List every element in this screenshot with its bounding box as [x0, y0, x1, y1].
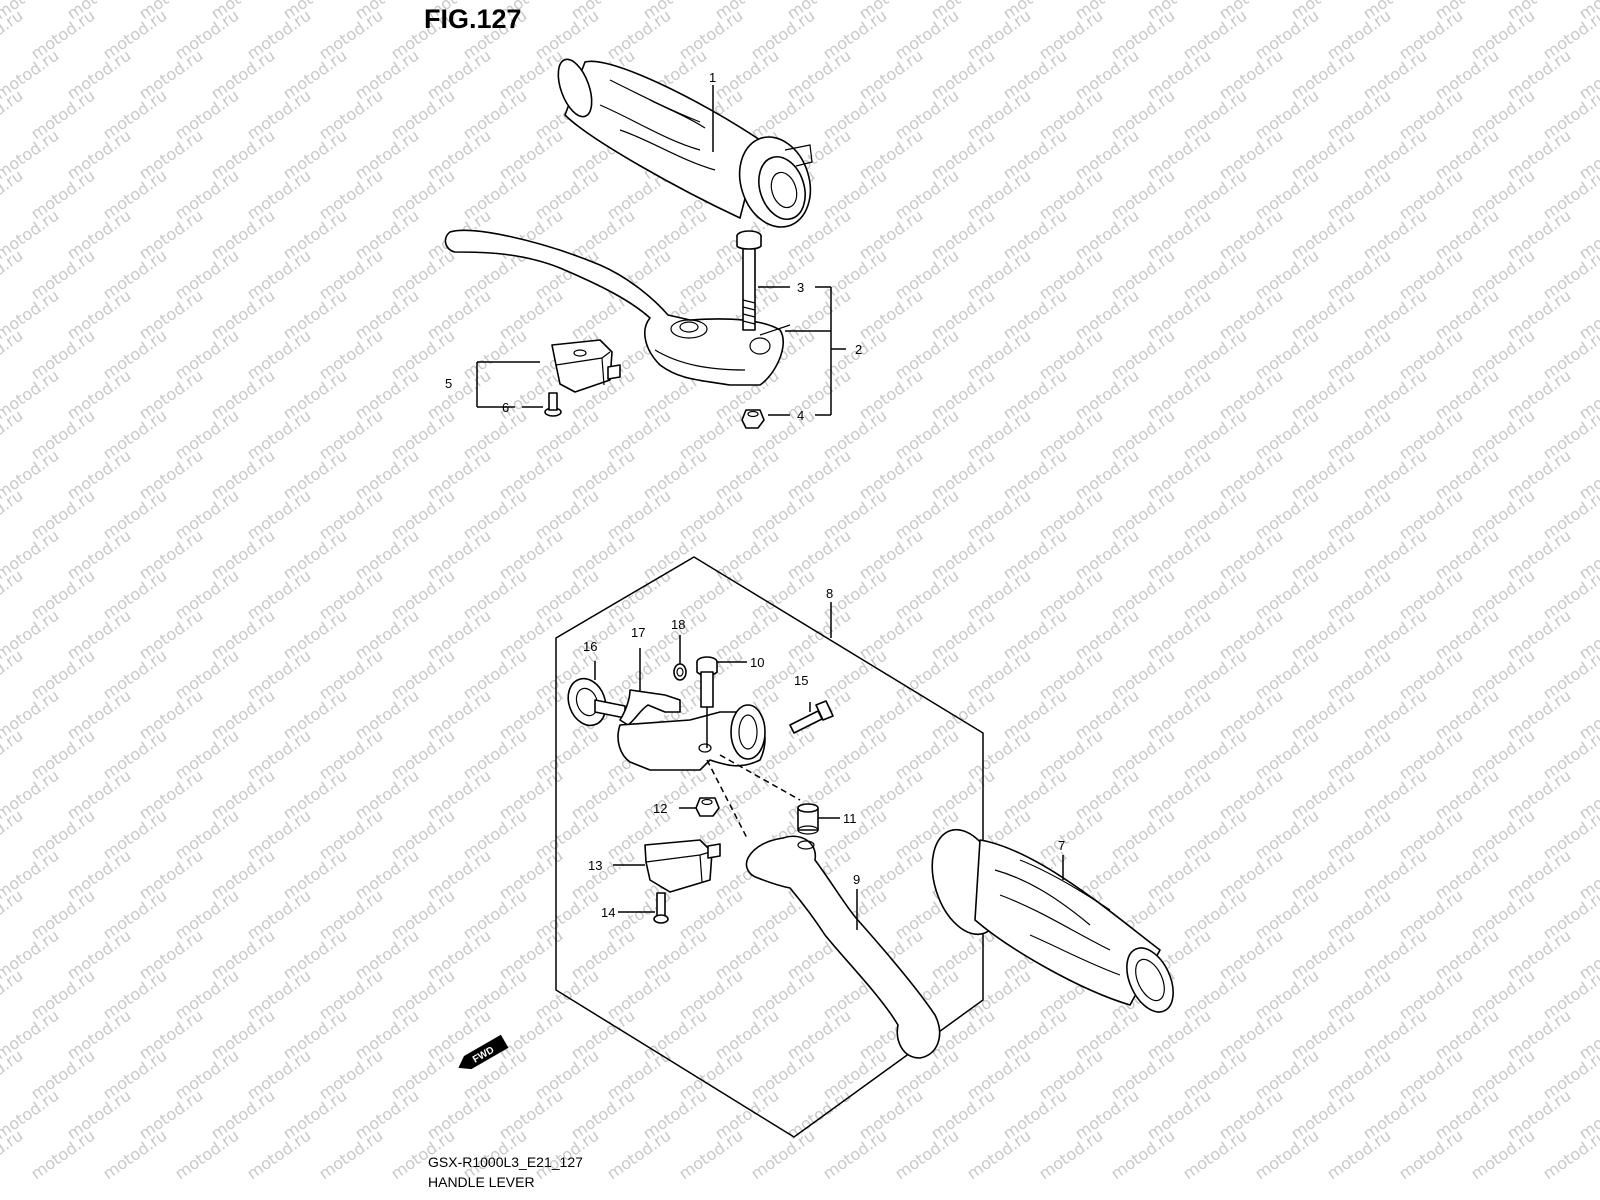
- throttle-grip-part-1: [557, 58, 813, 228]
- callout-9: 9: [853, 872, 860, 887]
- watermark-text: motod.ru: [819, 1126, 890, 1184]
- watermark-text: motod.ru: [1323, 1126, 1394, 1184]
- watermark-text: motod.ru: [1107, 1126, 1178, 1184]
- section-name: HANDLE LEVER: [428, 1174, 535, 1190]
- pivot-bolt-part-10: [696, 656, 718, 708]
- watermark-text: motod.ru: [0, 166, 26, 224]
- callout-16: 16: [583, 639, 597, 654]
- watermark-text: motod.ru: [603, 1126, 674, 1184]
- watermark-text: motod.ru: [1575, 0, 1600, 23]
- watermark-text: motod.ru: [99, 1126, 170, 1184]
- watermark-text: motod.ru: [0, 806, 26, 864]
- watermark-text: motod.ru: [0, 406, 26, 464]
- lower-leader-lines: [594, 602, 1064, 930]
- callout-14: 14: [601, 905, 615, 920]
- pivot-bolt-part-3: [736, 230, 762, 331]
- watermark-text: motod.ru: [0, 326, 26, 384]
- watermark-text: motod.ru: [1179, 1126, 1250, 1184]
- watermark-text: motod.ru: [1035, 1126, 1106, 1184]
- watermark-text: motod.ru: [0, 486, 26, 544]
- screw-part-6: [544, 392, 562, 417]
- callout-18: 18: [671, 617, 685, 632]
- callout-4: 4: [797, 408, 804, 423]
- callout-12: 12: [653, 801, 667, 816]
- nut-part-18: [673, 663, 687, 681]
- watermark-text: motod.ru: [243, 1126, 314, 1184]
- callout-15: 15: [794, 673, 808, 688]
- callout-5: 5: [445, 376, 452, 391]
- nut-part-12: [695, 797, 720, 817]
- callout-1: 1: [709, 70, 716, 85]
- brake-lever-part-2: [444, 229, 791, 386]
- watermark-text: motod.ru: [1539, 1126, 1600, 1184]
- nut-part-4: [741, 409, 765, 429]
- clutch-switch-part-13: [644, 839, 721, 893]
- watermark-text: motod.ru: [27, 1126, 98, 1184]
- watermark-text: motod.ru: [0, 646, 26, 704]
- watermark-text: motod.ru: [0, 886, 26, 944]
- watermark-text: motod.ru: [0, 86, 26, 144]
- screw-part-14: [653, 892, 669, 924]
- callout-labels: 1 2 3 4 5 6 7 8 9 10 11 12 13 14 15 16 1…: [445, 70, 1065, 920]
- watermark-text: motod.ru: [1467, 1126, 1538, 1184]
- watermark-text: motod.ru: [315, 1126, 386, 1184]
- callout-13: 13: [588, 858, 602, 873]
- lever-holder-perch: [617, 704, 766, 771]
- clutch-bracket-assembly-outline: [555, 556, 984, 1138]
- bolt-part-15: [789, 700, 834, 734]
- watermark-text: motod.ru: [0, 6, 26, 64]
- callout-6: 6: [502, 400, 509, 415]
- callout-17: 17: [631, 625, 645, 640]
- holder-part-17: [619, 689, 681, 726]
- watermark-text: motod.ru: [0, 1046, 26, 1104]
- callout-8: 8: [826, 586, 833, 601]
- watermark-text: motod.ru: [0, 566, 26, 624]
- watermark-text: motod.ru: [1395, 1126, 1466, 1184]
- clutch-lever-part-9: [745, 835, 941, 1059]
- watermark-text: motod.ru: [963, 1126, 1034, 1184]
- callout-2: 2: [855, 342, 862, 357]
- watermark-text: motod.ru: [891, 1126, 962, 1184]
- upper-leader-lines: [476, 85, 846, 416]
- fwd-label: FWD: [471, 1045, 496, 1066]
- watermark-text: motod.ru: [0, 726, 26, 784]
- adjuster-part-16: [567, 677, 626, 727]
- watermark-text: motod.ru: [0, 246, 26, 304]
- brake-switch-part-5: [551, 339, 621, 393]
- left-grip-part-7: [931, 828, 1174, 1013]
- watermark-text: motod.ru: [0, 966, 26, 1024]
- watermark-text: motod.ru: [0, 1126, 26, 1184]
- watermark-text: motod.ru: [675, 1126, 746, 1184]
- model-code: GSX-R1000L3_E21_127: [428, 1154, 583, 1170]
- figure-title: FIG.127: [424, 4, 522, 34]
- callout-11: 11: [843, 811, 857, 826]
- callout-3: 3: [797, 280, 804, 295]
- watermark-text: motod.ru: [1251, 1126, 1322, 1184]
- callout-10: 10: [750, 655, 764, 670]
- bushing-part-11: [797, 803, 819, 835]
- callout-7: 7: [1058, 838, 1065, 853]
- watermark-text: motod.ru: [747, 1126, 818, 1184]
- watermark-text: motod.ru: [171, 1126, 242, 1184]
